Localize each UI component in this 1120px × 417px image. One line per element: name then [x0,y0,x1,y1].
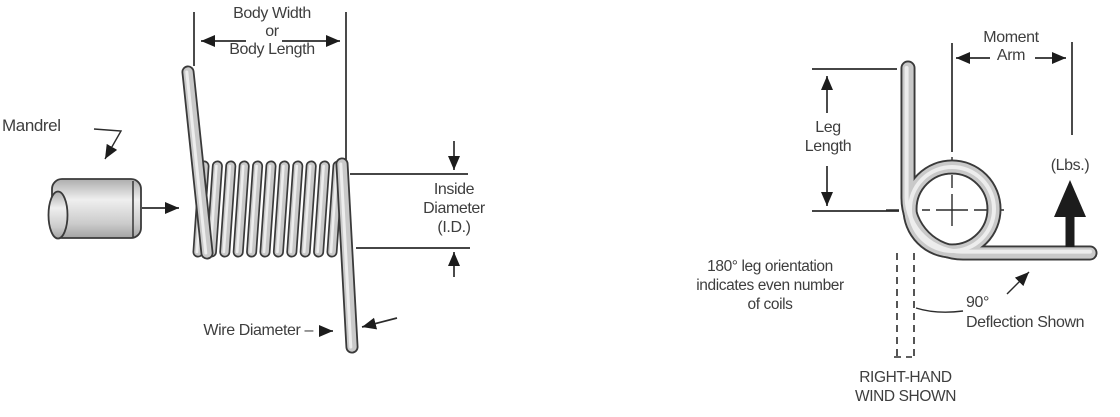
mandrel-label: Mandrel [2,116,61,135]
torsion-spring [900,60,1098,261]
deflection-label: 90° Deflection Shown [966,294,1085,331]
moment-arm-dimension [951,42,1073,152]
leg-length-dimension [812,68,899,212]
body-width-label: Body Width or Body Length [229,5,315,58]
spring-rear-leg [335,157,359,354]
wind-direction-label: RIGHT-HAND WIND SHOWN [854,369,957,405]
moment-arm-label: Moment Arm [983,29,1039,64]
inside-diameter-label: Inside Diameter (I.D.) [423,181,485,236]
coil-spring [181,65,359,354]
mandrel-pointer [93,128,123,160]
wire-diameter-pointers [319,317,398,337]
body-width-dimension [193,12,347,162]
spring-front-leg [181,65,214,260]
deflection-leaders [915,271,1030,313]
leg-length-label: Leg Length [804,119,852,155]
wire-diameter-label: Wire Diameter – [203,322,313,339]
coil-highlights [195,164,339,254]
mandrel-cylinder [47,178,142,240]
load-arrow-icon [1054,180,1086,247]
inside-diameter-dimension [350,141,470,277]
load-units-label: (Lbs.) [1050,157,1090,174]
free-position-dashed-lines [894,253,915,358]
leg-orientation-note: 180° leg orientation indicates even numb… [696,258,844,313]
